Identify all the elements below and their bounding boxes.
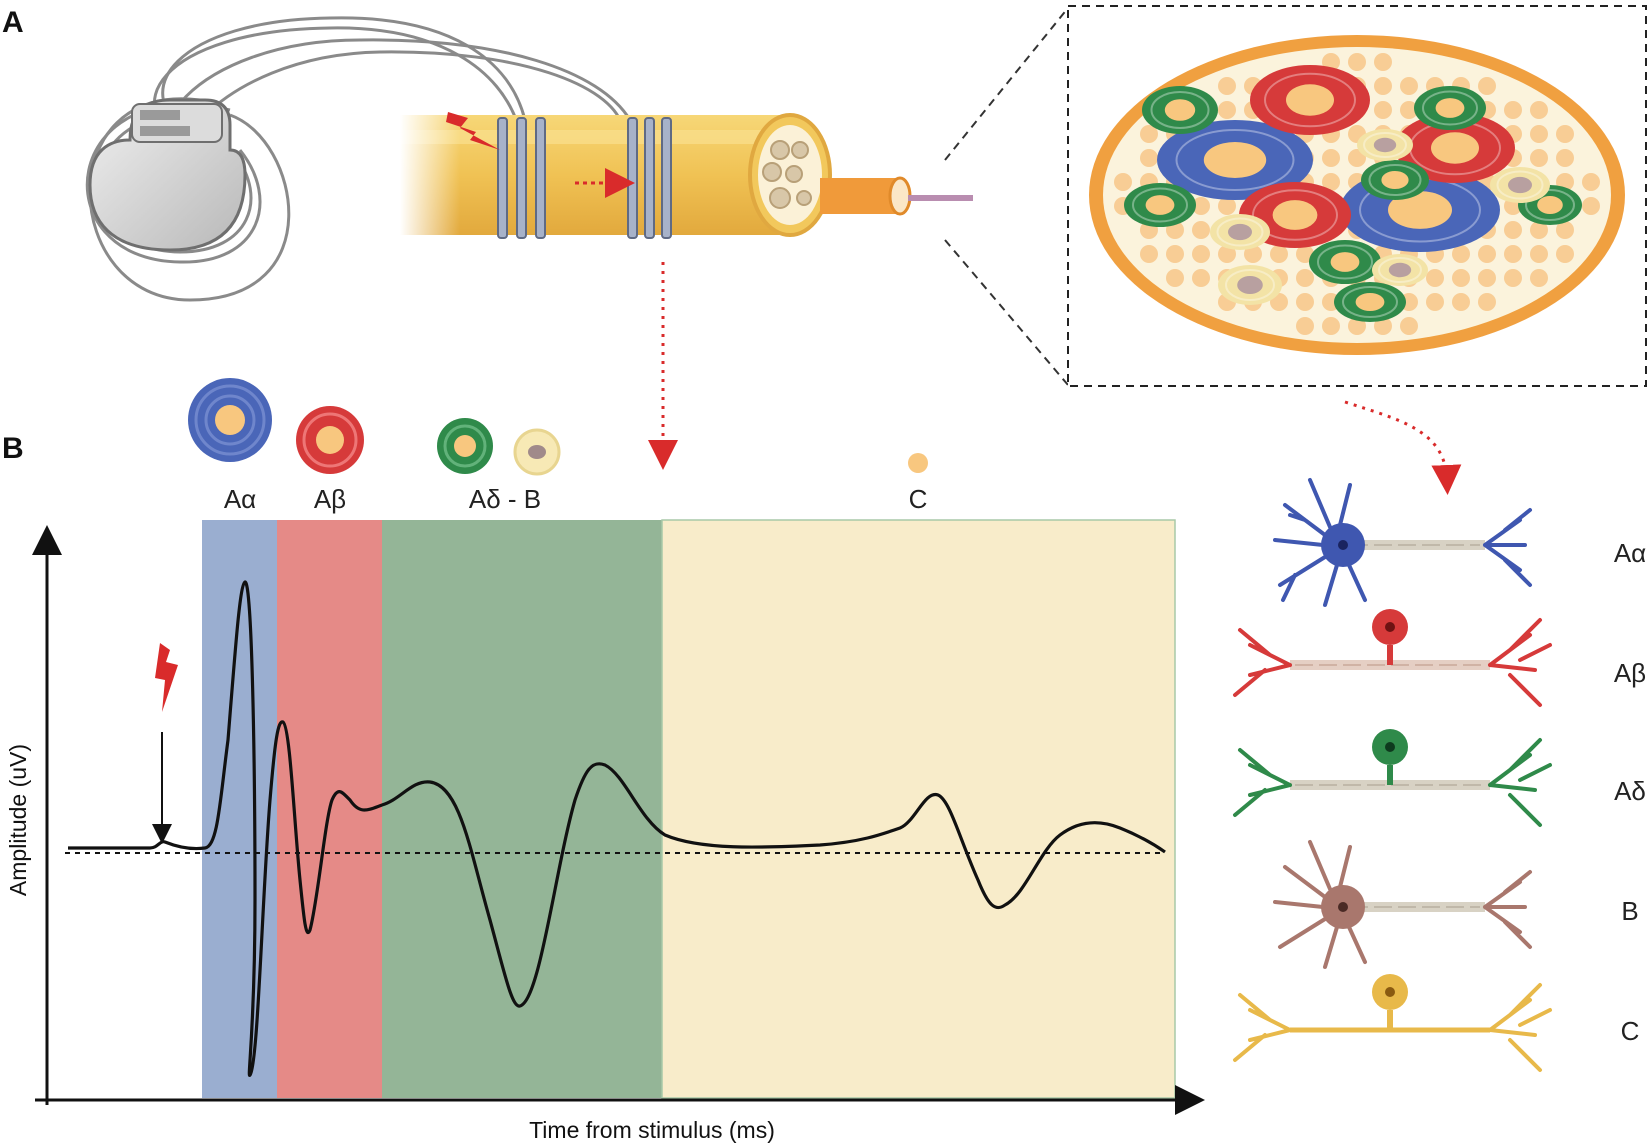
pulse-generator-device	[88, 98, 247, 252]
cuff-electrodes	[497, 117, 672, 239]
neuron-a-beta	[1233, 609, 1552, 707]
fiber-icon-b	[513, 428, 561, 476]
neuron-b	[1273, 840, 1532, 969]
neuron-label-b: B	[1621, 896, 1638, 926]
neuron-label-a-alpha: Aα	[1614, 538, 1646, 568]
y-axis-label: Amplitude (uV)	[5, 744, 31, 896]
band-label-c: C	[909, 484, 928, 514]
band-label-a-delta-b: Aδ - B	[469, 484, 541, 514]
fiber-bands	[202, 519, 1176, 1099]
panel-a-letter: A	[2, 6, 24, 39]
compound-action-potential-trace	[68, 580, 1166, 1077]
panel-b-letter: B	[2, 432, 24, 465]
stimulus-bolt-icon	[155, 643, 178, 712]
nerve-bundle	[400, 113, 973, 237]
fiber-icons	[188, 378, 928, 476]
band-a-delta-b	[382, 520, 662, 1098]
neuron-label-c: C	[1621, 1016, 1640, 1046]
fiber-icon-a-beta	[296, 406, 364, 474]
band-label-a-alpha: Aα	[224, 484, 256, 514]
neuron-label-a-delta: Aδ	[1614, 776, 1646, 806]
neuron-label-a-beta: Aβ	[1614, 658, 1646, 688]
inset-to-neurons-arrow	[1344, 400, 1462, 495]
fiber-icon-a-delta	[437, 418, 493, 474]
neuron-c	[1233, 974, 1552, 1072]
fiber-icon-c	[908, 453, 928, 473]
nerve-stimulus-bolt-icon	[446, 112, 500, 150]
neuron-a-alpha	[1273, 478, 1532, 607]
fiber-icon-a-alpha	[188, 378, 272, 462]
x-axis-label: Time from stimulus (ms)	[529, 1117, 775, 1143]
zoom-lines	[944, 7, 1069, 386]
band-label-a-beta: Aβ	[314, 484, 346, 514]
neuron-a-delta	[1233, 729, 1552, 827]
nerve-cross-section-inset	[1067, 5, 1647, 387]
